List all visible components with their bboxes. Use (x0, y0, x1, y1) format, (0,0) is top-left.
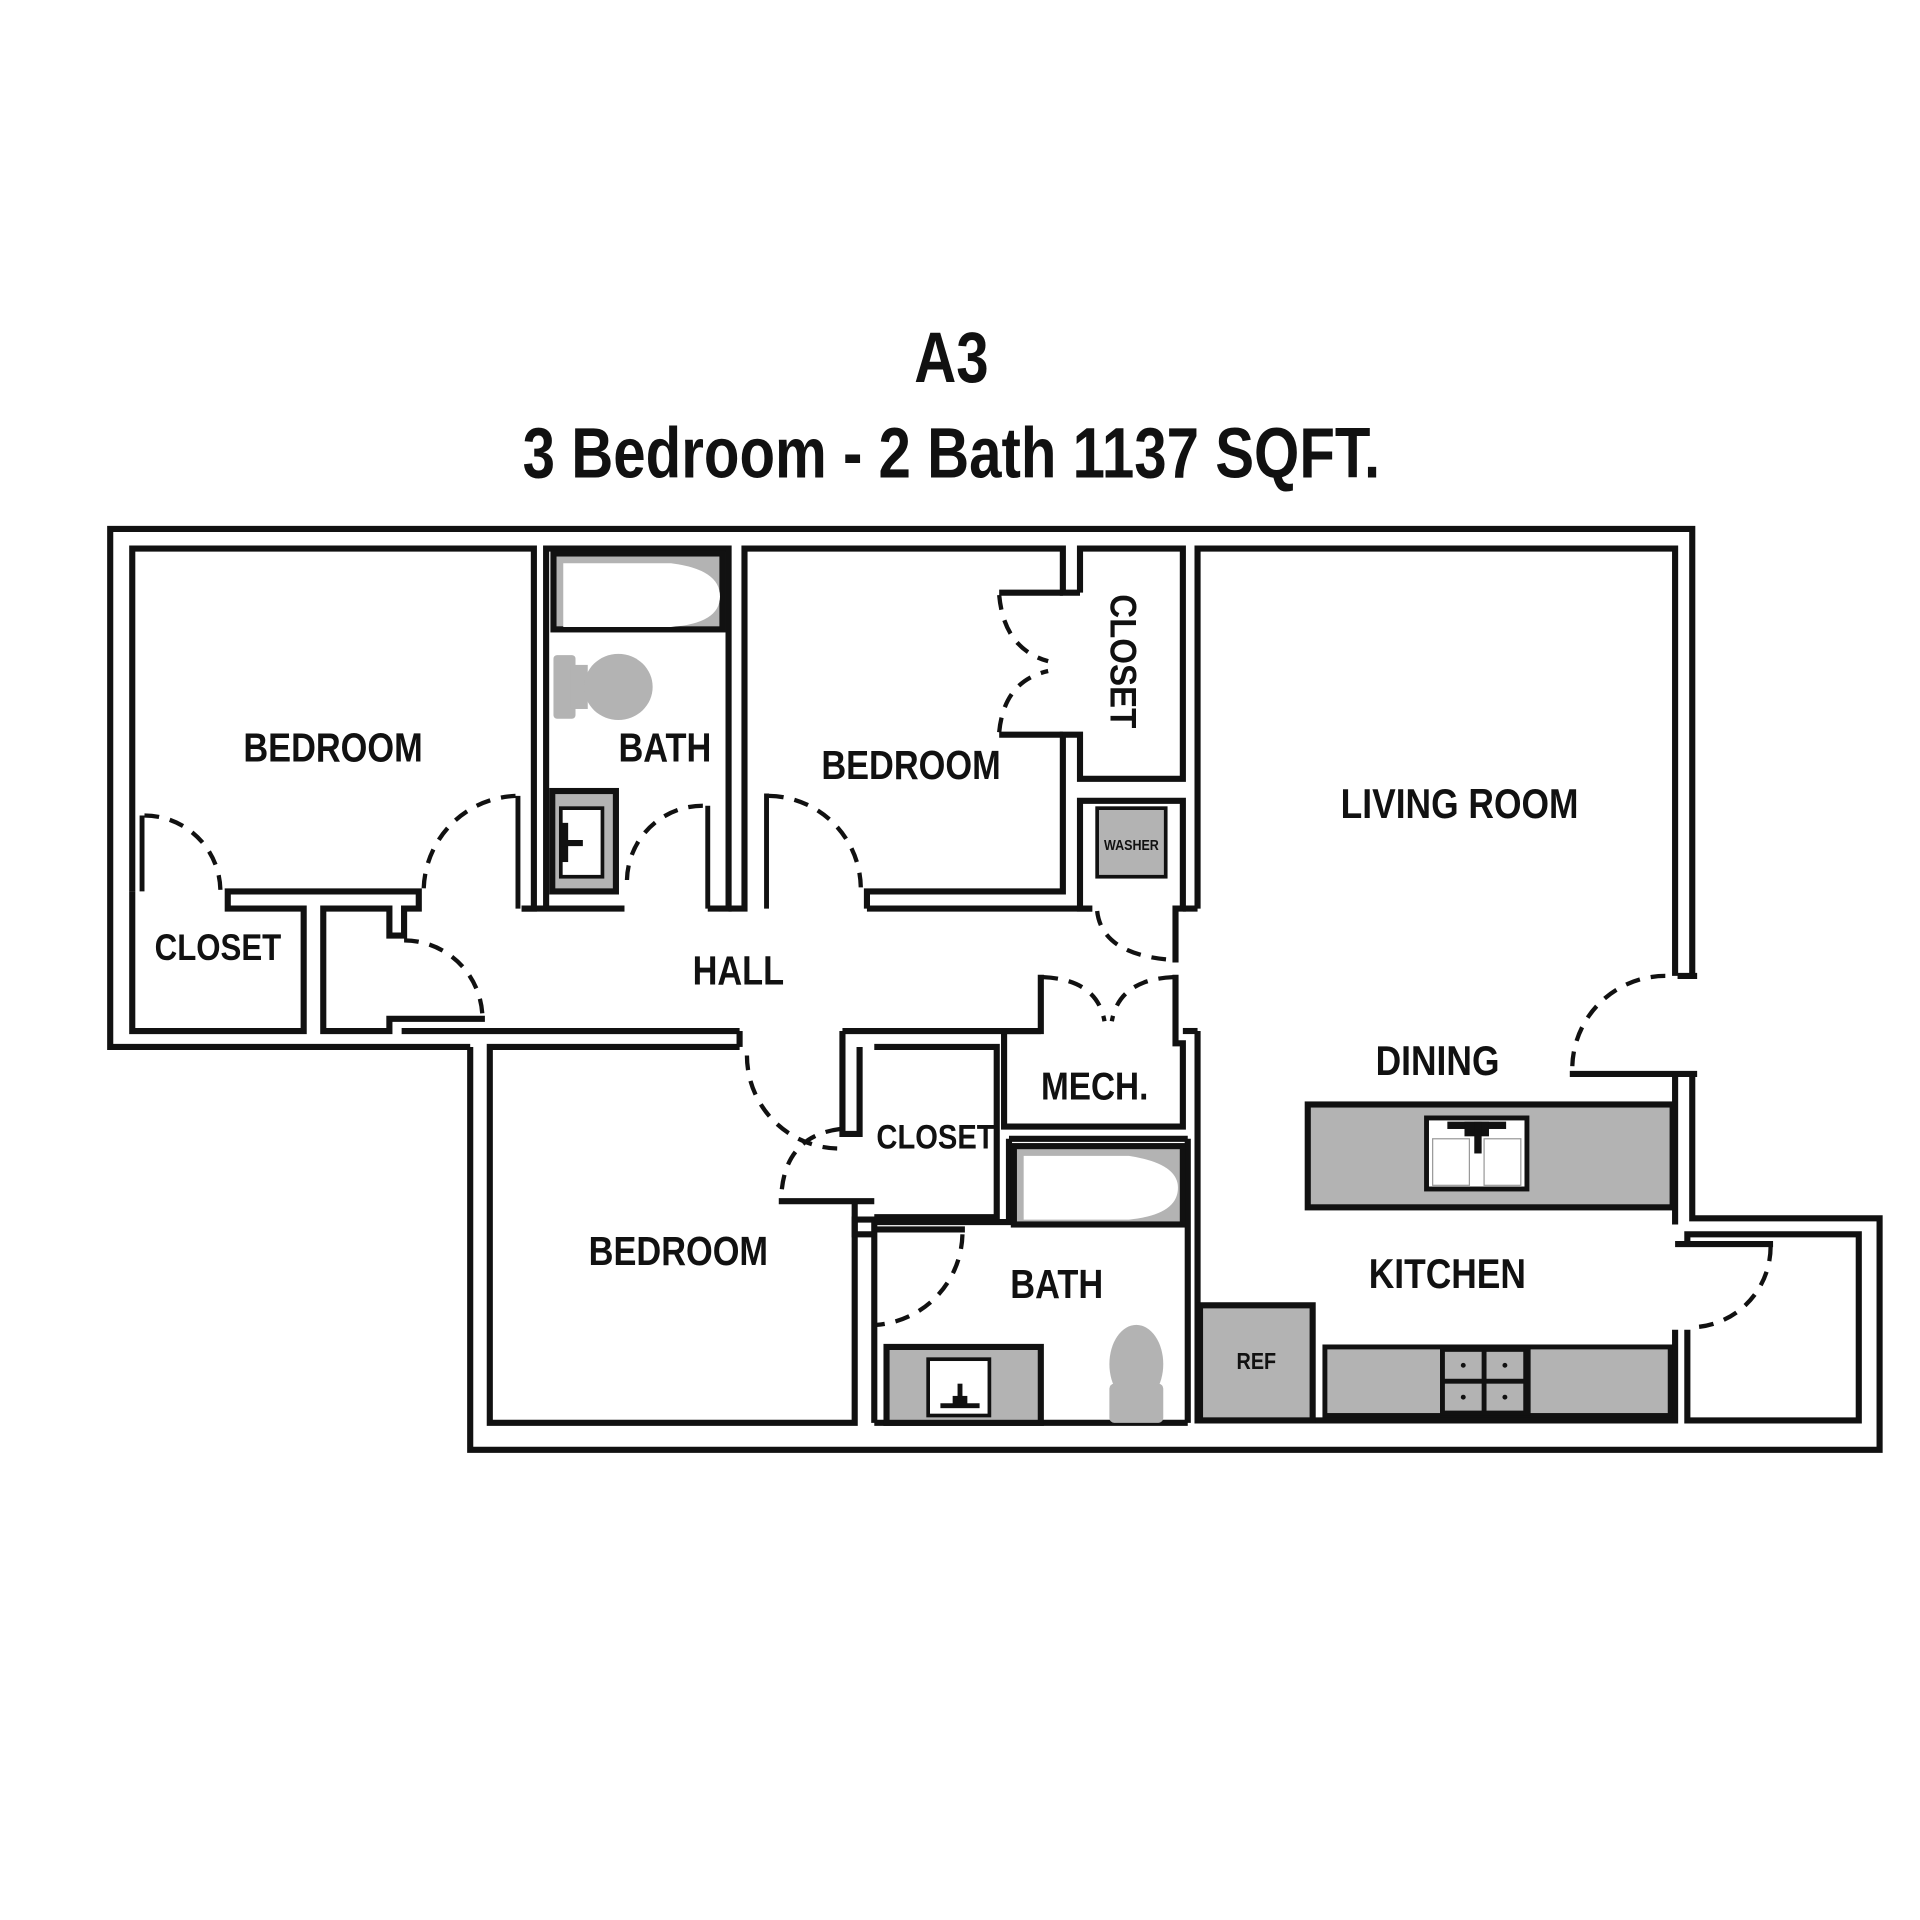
stove-icon (1440, 1346, 1531, 1416)
door-swing-closet-middle-b (997, 668, 1049, 733)
closet-bottom: CLOSET (874, 1043, 1000, 1221)
label-bath-top: BATH (618, 725, 711, 770)
laundry-alcove: WASHER (1076, 797, 1186, 963)
door-swing-closet-bottom (779, 1126, 841, 1198)
bedroom-bottom: BEDROOM (486, 1031, 878, 1426)
interior-wall-living-divider (1182, 905, 1198, 1035)
bedroom-middle: BEDROOM CLOSET (728, 545, 1186, 912)
sink-icon (549, 787, 619, 895)
refrigerator-icon (1196, 1302, 1316, 1424)
living-area: LIVING ROOM DINING KITCHEN REF (1194, 545, 1862, 1424)
door-swing-mech-a (1043, 975, 1107, 1022)
vanity-sink-icon (883, 1343, 1044, 1426)
door-swing-patio (1689, 1246, 1773, 1330)
double-sink-icon (1424, 1115, 1530, 1192)
label-bedroom-middle: BEDROOM (821, 742, 1000, 787)
label-ref: REF (1237, 1347, 1277, 1374)
label-bath-bottom: BATH (1010, 1261, 1103, 1306)
bedroom-left: BEDROOM CLOSET (129, 545, 743, 1047)
label-bedroom-bottom: BEDROOM (589, 1228, 768, 1273)
mech-room: MECH. (842, 974, 1186, 1130)
hall: HALL (693, 948, 785, 993)
door-swing-closet-middle-a (997, 594, 1049, 664)
label-kitchen: KITCHEN (1369, 1252, 1526, 1298)
door-swing-bedroom-left (421, 793, 516, 892)
label-hall: HALL (693, 948, 785, 993)
door-swing-linen-closet (404, 938, 485, 1019)
bath-bottom: BATH (874, 1135, 1191, 1426)
door-swing-bedroom-bottom (744, 1055, 841, 1151)
label-living-room: LIVING ROOM (1341, 781, 1579, 827)
door-swing-mech-b (1109, 975, 1174, 1022)
toilet-icon (553, 653, 653, 720)
door-swing-bedroom-middle (768, 793, 863, 889)
door-swing-bath-top (624, 803, 703, 882)
label-closet-left: CLOSET (155, 928, 282, 969)
bath-top: BATH (521, 545, 732, 912)
door-swing-entry (1570, 973, 1666, 1069)
label-dining: DINING (1376, 1038, 1500, 1084)
unit-summary-title: 3 Bedroom - 2 Bath 1137 SQFT. (523, 413, 1381, 493)
washer-icon (1095, 806, 1168, 879)
label-bedroom-left: BEDROOM (243, 725, 422, 770)
door-swing-bedroom-closet (144, 813, 223, 892)
label-mech: MECH. (1041, 1064, 1148, 1108)
door-swing-bath-bottom (876, 1234, 965, 1328)
label-closet-bottom: CLOSET (876, 1117, 995, 1156)
unit-code-title: A3 (914, 318, 988, 398)
toilet-bottom-icon (1109, 1324, 1164, 1423)
door-swing-laundry (1095, 910, 1174, 963)
label-closet-middle: CLOSET (1102, 594, 1143, 728)
label-washer: WASHER (1104, 837, 1159, 853)
